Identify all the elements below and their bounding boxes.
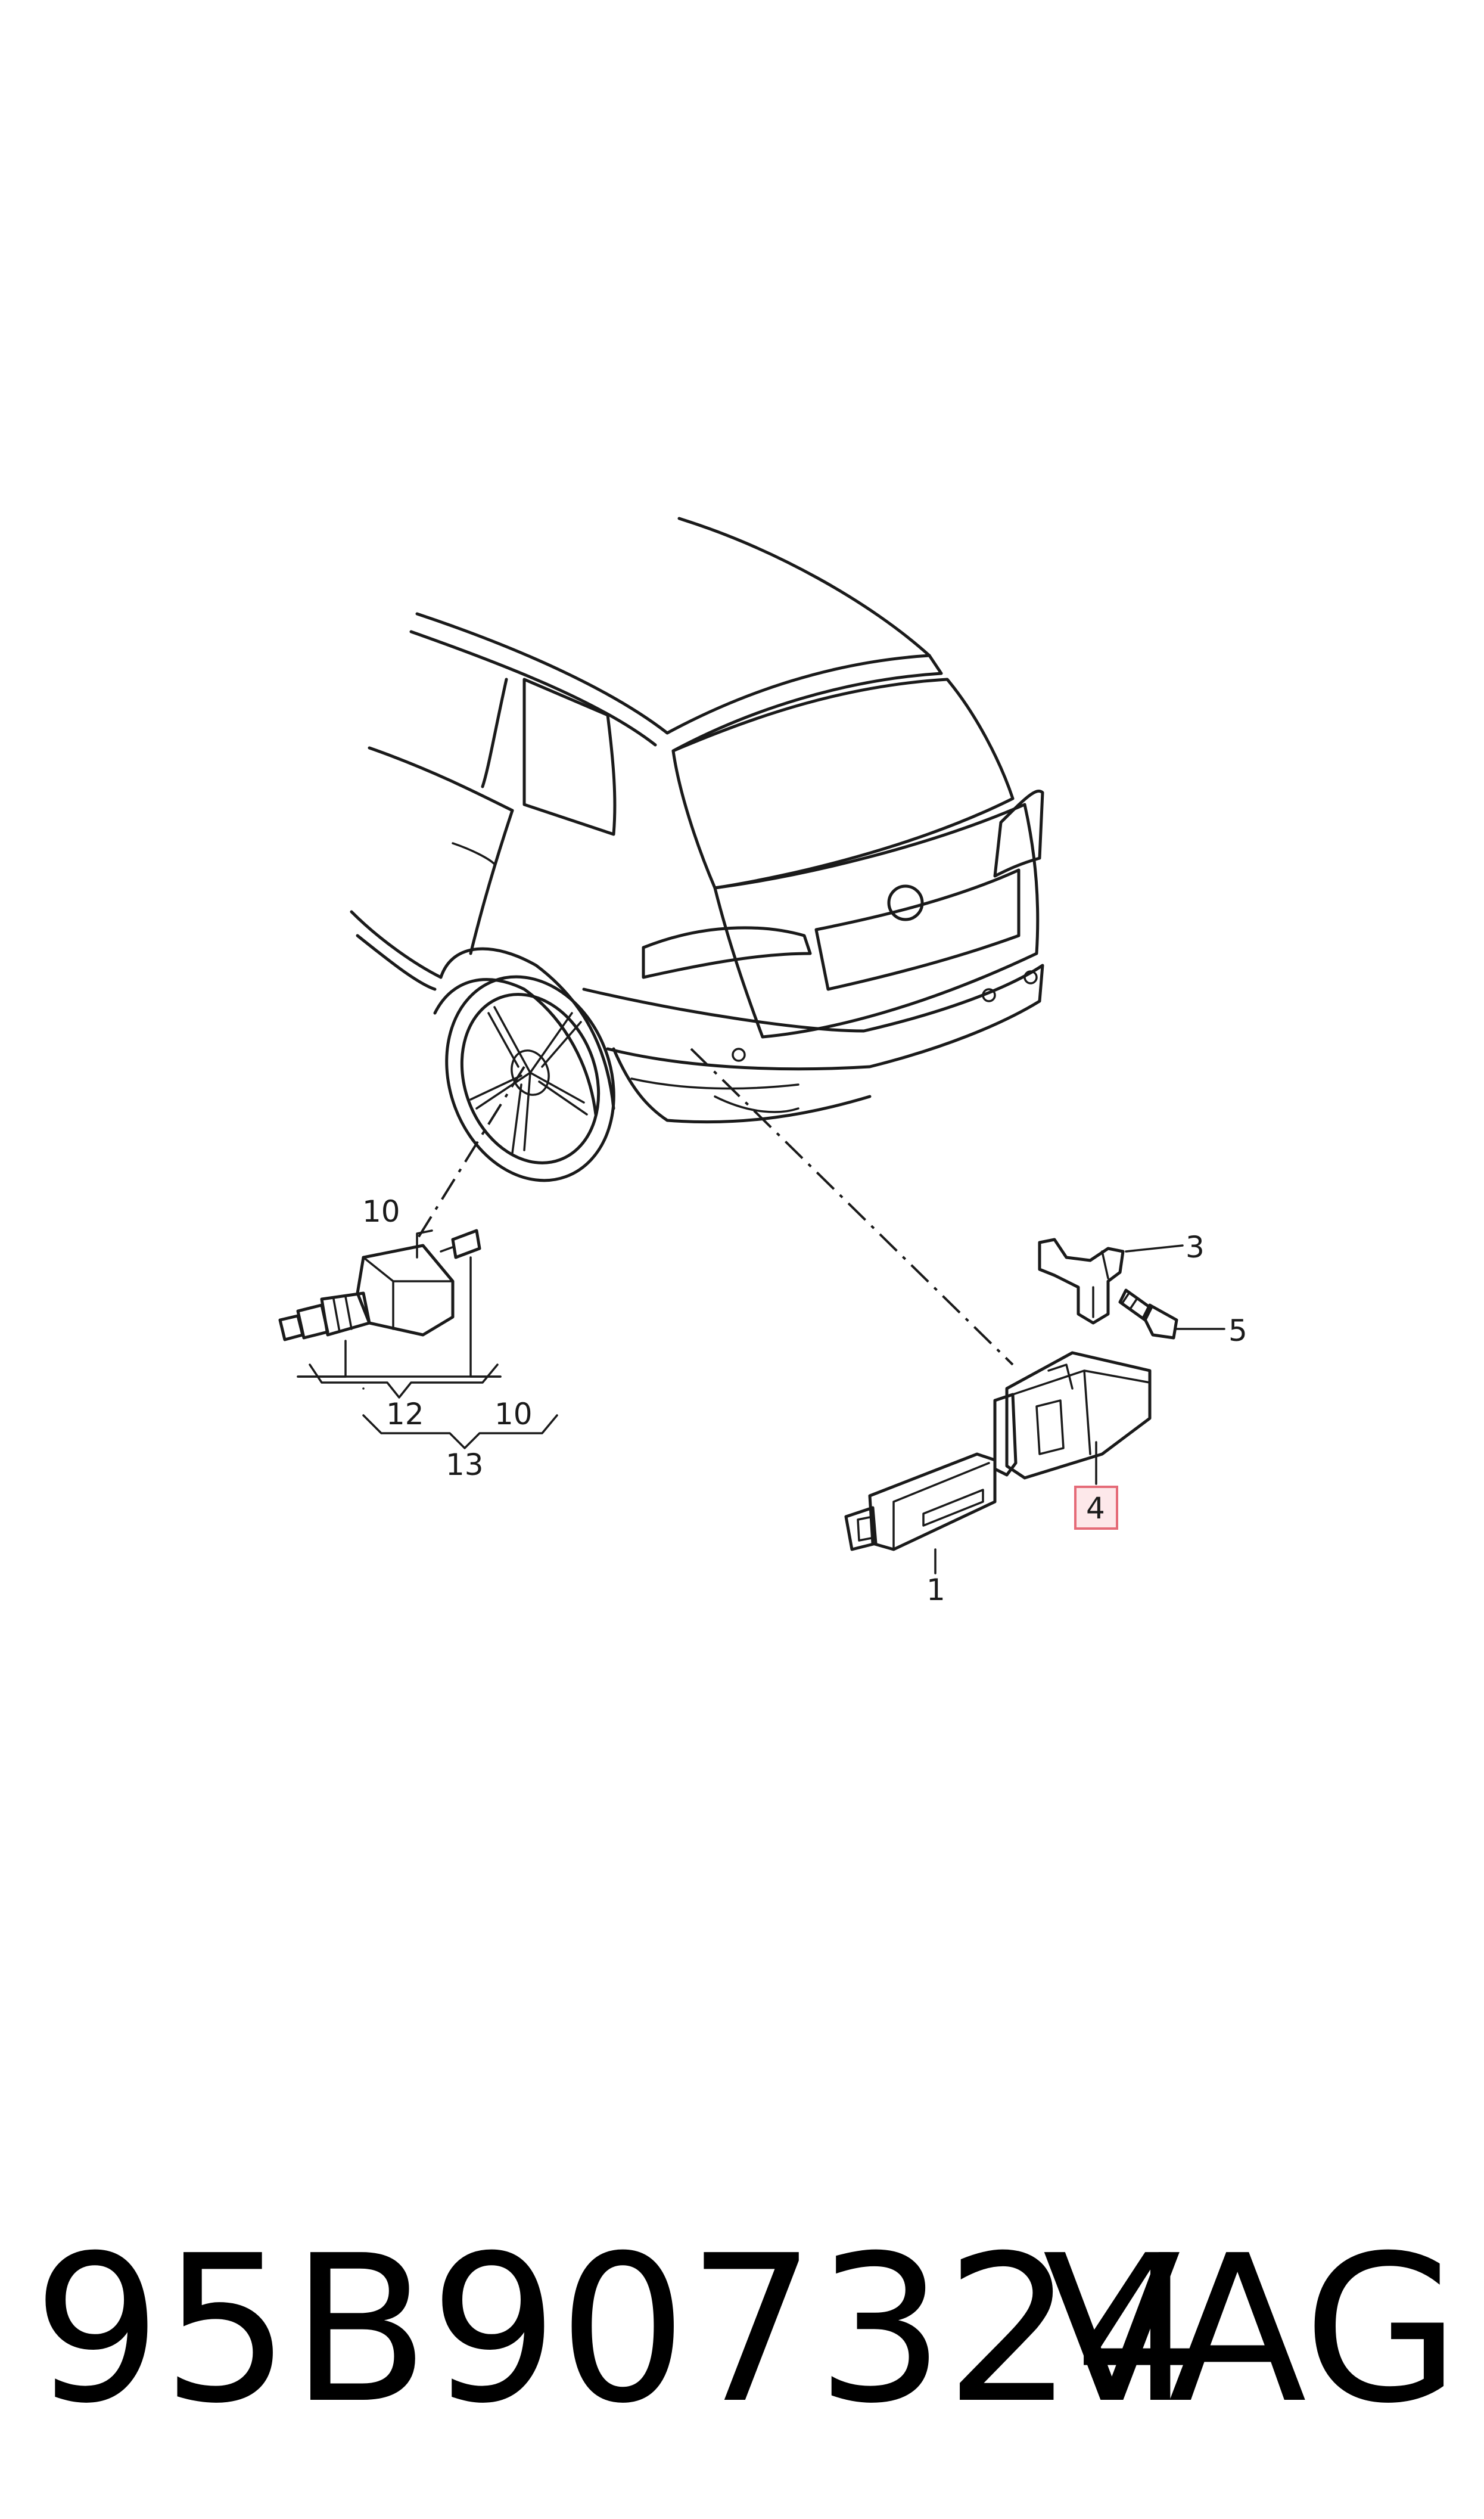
callout-4: 4	[1086, 1491, 1105, 1526]
locator-line-bumper	[690, 1048, 1014, 1366]
part-number: 95B907324	[33, 2212, 1203, 2448]
callout-10-kit: 10	[494, 1397, 533, 1431]
callout-12: 12	[386, 1397, 424, 1431]
callout-10-sensor: 10	[362, 1194, 400, 1229]
tire-pressure-sensor-assembly	[278, 1229, 558, 1449]
callout-1: 1	[926, 1573, 945, 1607]
brand-label: VAG	[1043, 2212, 1460, 2448]
locator-line-wheel	[416, 1066, 525, 1241]
callout-13: 13	[446, 1448, 484, 1482]
callout-4-highlighted[interactable]: 4	[1074, 1486, 1118, 1530]
vehicle-illustration	[350, 517, 1044, 1182]
control-unit-assembly	[844, 1238, 1225, 1574]
callout-3: 3	[1186, 1230, 1205, 1265]
callout-5: 5	[1228, 1313, 1247, 1348]
